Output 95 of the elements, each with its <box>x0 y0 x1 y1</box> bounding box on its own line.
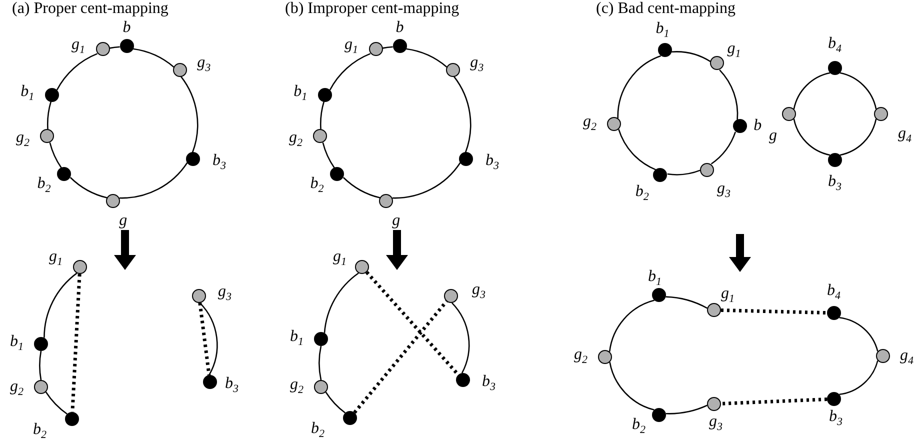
vertex-label: b$_{3}$ <box>212 152 226 174</box>
vertex-label: b$_{1}$ <box>656 20 670 42</box>
vertex-label: b$_{2}$ <box>635 184 649 206</box>
vertex-label: g$_{2}$ <box>574 346 588 368</box>
curve-line <box>320 102 325 130</box>
vertex-label: b$_{1}$ <box>10 334 24 355</box>
vertex-label: b$_{4}$ <box>827 282 840 304</box>
vertex-label: b <box>122 20 131 36</box>
vertex-label: b$_{1}$ <box>648 268 662 290</box>
curve-line <box>608 300 655 352</box>
curve-line <box>382 46 393 49</box>
curve-line <box>324 272 359 333</box>
vertex-label: b$_{3}$ <box>482 374 496 395</box>
vertex-label: g$_{1}$ <box>721 286 734 307</box>
curve-line <box>454 76 472 153</box>
curve-line <box>667 170 700 176</box>
curve-line <box>617 55 662 118</box>
panel-title: (b) Improper cent-mapping <box>285 0 460 18</box>
vertex-label: g <box>392 213 400 230</box>
curve-line <box>325 392 346 414</box>
curve-line <box>39 350 42 380</box>
vertex-label: b$_{2}$ <box>33 422 46 443</box>
vertex-label: b$_{1}$ <box>20 84 34 106</box>
vertex-label: b$_{1}$ <box>294 84 308 106</box>
vertex-label: g$_{3}$ <box>717 181 731 202</box>
curve-line <box>793 118 830 156</box>
vertex-label: g$_{3}$ <box>472 282 486 303</box>
curve-line <box>719 69 738 120</box>
dotted-line <box>353 300 448 414</box>
panel-title: (c) Bad cent-mapping <box>596 0 736 18</box>
vertex-label: b$_{1}$ <box>290 328 304 350</box>
vertex-label: b$_{3}$ <box>485 152 499 174</box>
panel-title: (a) Proper cent-mapping <box>12 0 168 18</box>
curve-line <box>70 177 108 198</box>
vertex-label: g$_{2}$ <box>290 376 304 398</box>
curve-line <box>839 316 878 352</box>
curve-line <box>666 404 708 414</box>
vertex-label: b$_{2}$ <box>311 420 324 442</box>
curve-line <box>56 53 98 90</box>
vertex-label: b$_{3}$ <box>829 408 842 430</box>
curve-line <box>672 51 711 62</box>
curve-line <box>840 72 877 110</box>
curve-line <box>109 46 120 49</box>
vertex-label: g$_{1}$ <box>49 248 62 270</box>
vertex-label: g$_{3}$ <box>218 284 232 305</box>
dotted-line <box>720 398 828 406</box>
vertex-label: g$_{4}$ <box>898 126 912 147</box>
curve-line <box>342 177 380 198</box>
vertex-label: g$_{4}$ <box>900 348 914 369</box>
curve-line <box>322 142 335 168</box>
vertex-label: b$_{2}$ <box>632 416 646 438</box>
vertex-label: b <box>754 118 762 134</box>
dotted-line <box>70 274 82 412</box>
vertex-label: g$_{2}$ <box>10 378 24 400</box>
curve-line <box>452 302 470 374</box>
vertex-label: g$_{2}$ <box>582 114 596 135</box>
vertex-label: g$_{3}$ <box>709 414 722 435</box>
vertex-label: g$_{3}$ <box>470 55 484 76</box>
curve-line <box>45 392 68 415</box>
dotted-line <box>198 302 211 376</box>
curve-line <box>609 362 654 411</box>
vertex-label: b <box>396 20 404 36</box>
curve-line <box>392 162 461 199</box>
vertex-label: b$_{4}$ <box>828 36 842 57</box>
curve-line <box>839 360 878 396</box>
curve-line <box>329 53 371 90</box>
vertex-label: g <box>769 128 777 144</box>
curve-line <box>406 48 448 68</box>
vertex-label: g <box>119 213 128 230</box>
curve-line <box>132 48 174 68</box>
curve-line <box>618 129 656 170</box>
curve-line <box>840 118 877 156</box>
vertex-label: g$_{1}$ <box>727 40 741 62</box>
curve-line <box>44 272 78 338</box>
vertex-label: g$_{2}$ <box>288 130 302 151</box>
dotted-line <box>365 271 460 376</box>
curve-line <box>793 72 830 110</box>
curve-line <box>199 302 218 376</box>
curve-line <box>180 76 198 153</box>
vertex-label: g$_{1}$ <box>333 248 346 270</box>
vertex-label: g$_{2}$ <box>16 130 30 151</box>
vertex-label: b$_{3}$ <box>828 174 842 195</box>
curve-line <box>119 162 188 199</box>
vertex-label: b$_{2}$ <box>310 176 324 197</box>
dotted-line <box>720 308 828 315</box>
vertex-label: g$_{1}$ <box>72 36 85 58</box>
vertex-label: b$_{3}$ <box>225 376 238 397</box>
curve-line <box>666 296 708 309</box>
curve-line <box>49 142 62 168</box>
vertex-label: b$_{2}$ <box>37 176 51 197</box>
curve-line <box>318 346 322 380</box>
curve-line <box>710 132 736 164</box>
vertex-label: g$_{3}$ <box>197 55 211 76</box>
curve-line <box>47 102 52 130</box>
vertex-label: g$_{1}$ <box>344 36 358 58</box>
